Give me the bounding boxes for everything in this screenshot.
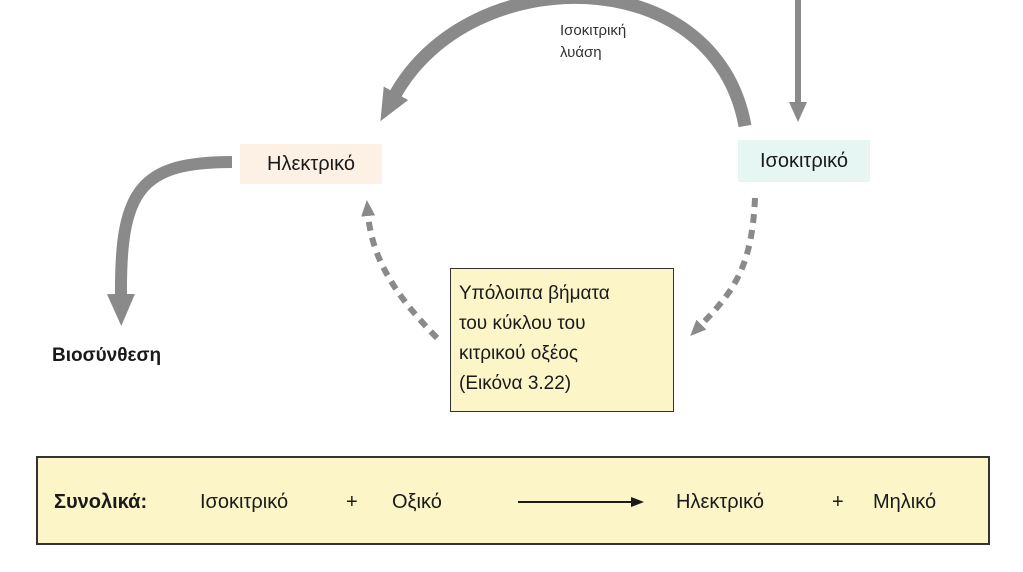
dashed-arrow-to-succinate [361, 200, 440, 341]
overall-plus-1: + [346, 491, 358, 513]
biosynthesis-label: Βιοσύνθεση [52, 345, 162, 366]
remaining-steps-line-4: (Εικόνα 3.22) [459, 373, 572, 394]
overall-product-malate: Μηλικό [873, 491, 937, 513]
remaining-steps-box: Υπόλοιπα βήματα του κύκλου του κιτρικού … [450, 268, 674, 412]
biosynthesis-arrow [106, 156, 233, 326]
enzyme-label: Ισοκιτρική λυάση [560, 20, 626, 64]
remaining-steps-line-2: του κύκλου του [459, 313, 586, 334]
reaction-arrow-icon [518, 497, 644, 507]
remaining-steps-line-1: Υπόλοιπα βήματα [459, 283, 610, 304]
enzyme-label-line-2: λυάση [560, 44, 602, 61]
remaining-steps-line-3: κιτρικού οξέος [459, 343, 579, 364]
overall-label: Συνολικά: [54, 491, 148, 513]
enzyme-label-line-1: Ισοκιτρική [560, 22, 627, 39]
isocitrate-node: Ισοκιτρικό [738, 140, 870, 182]
succinate-node: Ηλεκτρικό [240, 144, 382, 184]
dashed-arrow-to-steps [690, 197, 758, 337]
overall-plus-2: + [832, 491, 844, 513]
overall-reaction-box: Συνολικά: Ισοκιτρικό + Οξικό Ηλεκτρικό +… [36, 456, 990, 545]
overall-product-succinate: Ηλεκτρικό [676, 491, 764, 513]
overall-substrate-acetate: Οξικό [392, 491, 442, 513]
overall-substrate-isocitrate: Ισοκιτρικό [200, 491, 289, 513]
isocitrate-lyase-arrow [380, 0, 752, 128]
